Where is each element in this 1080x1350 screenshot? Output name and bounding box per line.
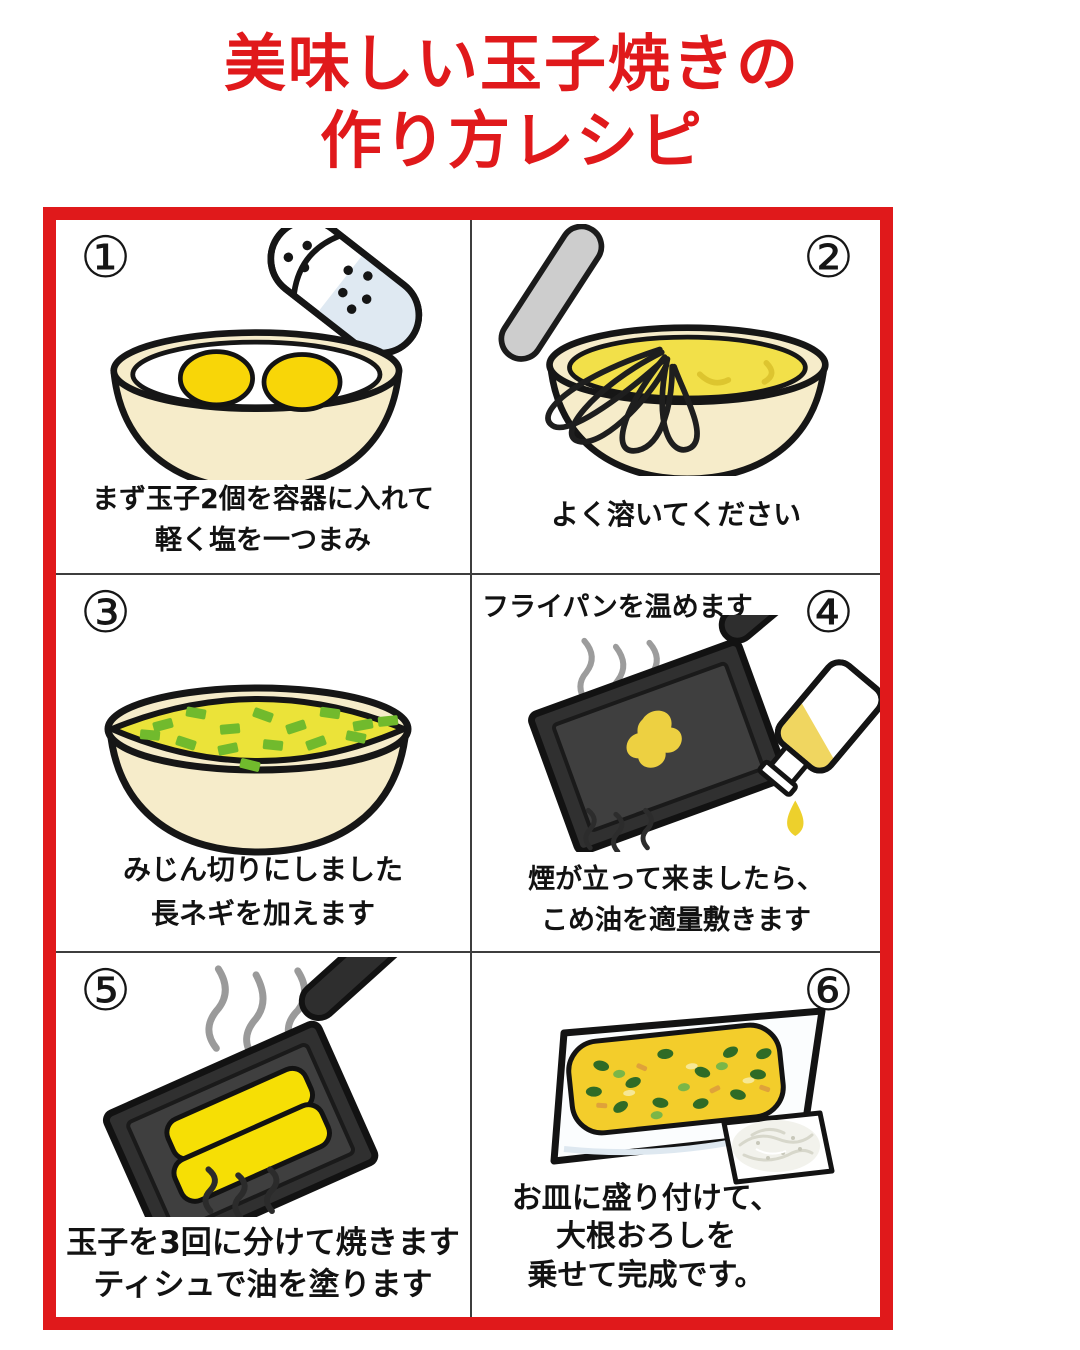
pan-heating-with-oil-bottle-illustration [528,615,880,852]
heat-waves-icon [583,807,654,852]
page-title-line1: 美味しい玉子焼きの [223,27,800,100]
step-3-cell: ③ [56,575,472,953]
plate-icon [550,1007,826,1165]
page-title-line2: 作り方レシピ [319,103,704,177]
step-5-caption: 玉子を3回に分けて焼きます ティシュで油を塗ります [66,1225,460,1304]
step-4-number: ④ [802,580,854,646]
bowl-with-green-onion-mixture-illustration [104,684,412,856]
step-1-cell: ① [56,220,472,575]
egg-roll-icon [164,1065,315,1162]
step-5-cell: ⑤ 玉子を3回に分けて焼きます ティシュで油を塗ります [56,953,472,1317]
salt-shaker-icon [267,228,423,381]
egg-yolk-icon [261,352,343,413]
oil-bottle-icon [757,659,880,837]
mixing-bowl-icon [546,324,829,476]
tamagoyaki-icon [566,1022,786,1136]
step-6-cell: ⑥ [472,953,880,1317]
step-4-note: フライパンを温めます [482,592,753,623]
mixing-bowl-icon [104,684,412,856]
step-1-number: ① [80,225,132,291]
egg-yolk-icon [177,349,255,408]
step-6-number: ⑥ [802,958,854,1024]
square-frying-pan-icon [528,615,846,852]
step-1-caption: まず玉子2個を容器に入れて 軽く塩を一つまみ [92,484,434,556]
mixing-bowl-icon [110,329,403,480]
steam-icon [205,965,309,1062]
step-5-number: ⑤ [80,958,132,1024]
step-6-caption: お皿に盛り付けて、 大根おろしを 乗せて完成です。 [511,1180,781,1293]
oil-drop-icon [787,800,804,837]
step-4-caption: 煙が立って来ましたら、 こめ油を適量敷きます [528,864,824,936]
chopped-green-onion-icon [139,706,399,772]
recipe-steps-grid: ① [43,207,893,1330]
step-4-cell: フライパンを温めます ④ [472,575,880,953]
whisk-icon [498,224,700,454]
grated-daikon-icon [732,1120,820,1172]
step-3-number: ③ [80,580,132,646]
step-2-cell: ② よく溶いてください [472,220,880,575]
step-2-number: ② [802,225,854,291]
square-frying-pan-icon [102,957,426,1217]
step-3-caption: みじん切りにしました 長ネギを加えます [122,853,403,930]
steam-icon [577,637,660,713]
egg-roll-icon [171,1102,332,1204]
oil-puddle-icon [626,710,682,768]
page-title: 美味しい玉子焼きの 作り方レシピ [0,26,1024,180]
heat-waves-icon [202,1166,280,1217]
napkin-icon [721,1110,835,1185]
step-2-caption: よく溶いてください [550,498,802,531]
